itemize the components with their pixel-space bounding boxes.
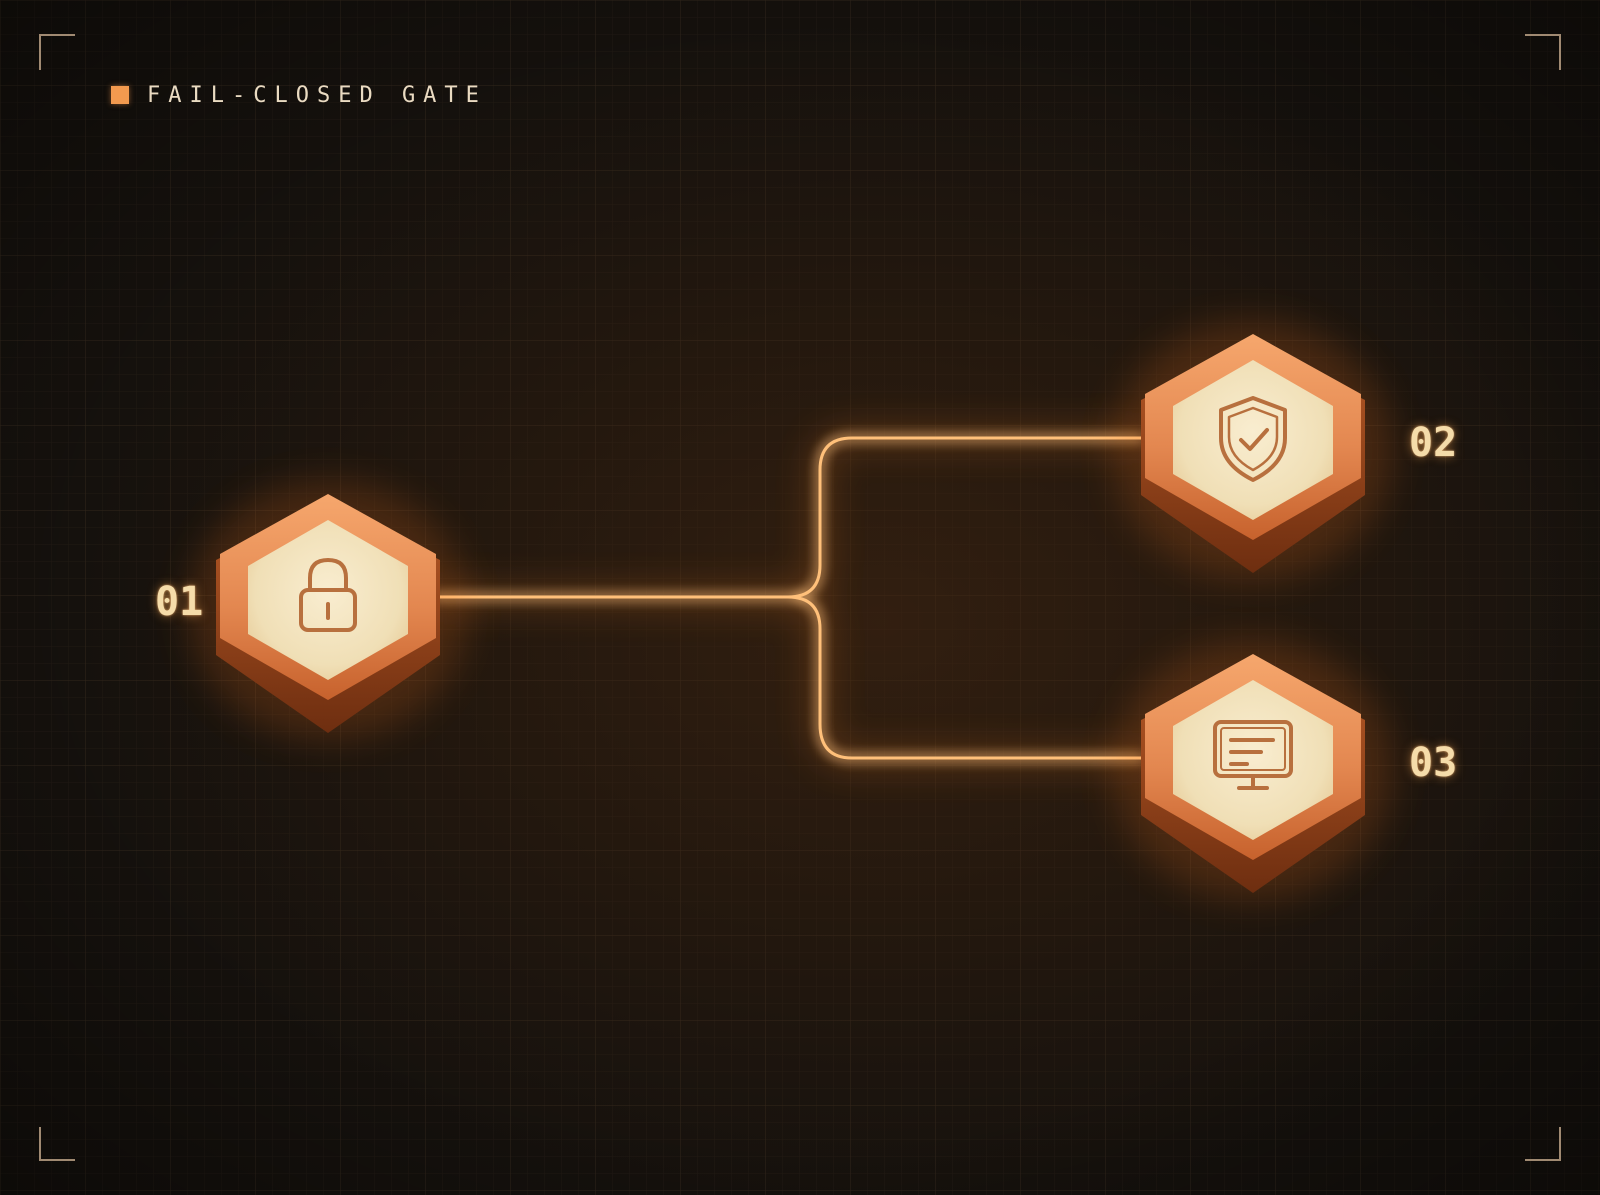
- connector-01-to-02: [432, 436, 1144, 599]
- title-accent-square: [111, 86, 129, 104]
- diagram-title: FAIL-CLOSED GATE: [111, 80, 487, 110]
- node-02-label: 02: [1409, 420, 1458, 466]
- node-01-label: 01: [155, 579, 204, 625]
- node-02: [1113, 320, 1393, 580]
- monitor-icon: [1213, 720, 1293, 790]
- corner-bracket-top-right: [1525, 34, 1561, 70]
- node-01: [188, 480, 468, 740]
- corner-bracket-bottom-right: [1525, 1127, 1561, 1161]
- connectors: [432, 436, 1144, 760]
- corner-bracket-bottom-left: [39, 1127, 75, 1161]
- connector-01-to-03: [787, 595, 1144, 760]
- padlock-icon: [299, 558, 357, 632]
- corner-brackets: [39, 34, 1561, 1161]
- node-03: [1113, 640, 1393, 900]
- corner-bracket-top-left: [39, 34, 75, 70]
- node-03-label: 03: [1409, 740, 1458, 786]
- shield-check-icon: [1219, 396, 1287, 482]
- diagram-title-text: FAIL-CLOSED GATE: [147, 82, 487, 108]
